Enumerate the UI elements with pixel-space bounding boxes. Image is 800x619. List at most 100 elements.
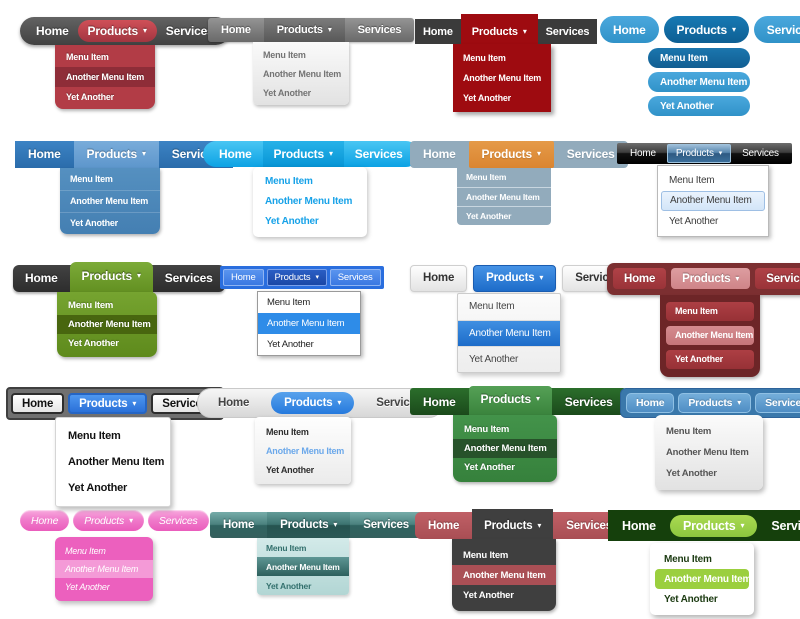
dropdown-item[interactable]: Menu Item [263,49,306,60]
nav-item-products[interactable]: Products ▾ [468,385,552,418]
dropdown-item[interactable]: Menu Item [70,173,113,184]
nav-item-home[interactable]: Home [410,264,468,292]
nav-item-home[interactable]: Home [223,268,264,286]
dropdown-item[interactable]: Another Menu Item [453,439,557,459]
dropdown-item[interactable]: Yet Another [463,589,514,601]
dropdown-item[interactable]: Another Menu Item [265,196,353,208]
nav-item-products[interactable]: Products ▾ [663,16,749,43]
dropdown-item[interactable]: Yet Another [266,464,314,475]
nav-item-services[interactable]: Services [164,271,213,286]
nav-item-home[interactable]: Home [630,147,656,159]
dropdown-item[interactable]: Menu Item [469,301,515,313]
dropdown-item[interactable]: Yet Another [666,468,717,480]
nav-item-services[interactable]: Services [771,518,800,533]
nav-item-services[interactable]: Services [357,24,402,36]
dropdown-item[interactable]: Another Menu Item [68,456,165,469]
nav-item-home[interactable]: Home [28,147,61,162]
dropdown-item[interactable]: Another Menu Item [55,67,155,87]
dropdown-item[interactable]: Menu Item [68,430,121,443]
nav-item-products[interactable]: Products ▾ [666,143,732,163]
nav-item-home[interactable]: Home [221,24,251,36]
nav-item-services[interactable]: Services [564,394,613,409]
nav-item-products[interactable]: Products ▾ [266,268,327,286]
nav-item-products[interactable]: Products ▾ [460,14,538,49]
dropdown-item[interactable]: Yet Another [68,482,128,495]
dropdown-item[interactable]: Yet Another [463,93,511,103]
nav-item-services[interactable]: Services [329,268,381,286]
dropdown-item[interactable]: Menu Item [648,48,750,68]
dropdown-item[interactable]: Menu Item [464,424,510,436]
dropdown-item[interactable]: Yet Another [458,345,560,372]
dropdown-item[interactable]: Another Menu Item [257,557,349,577]
dropdown-item[interactable]: Menu Item [664,553,712,565]
dropdown-item[interactable]: Another Menu Item [458,319,560,346]
nav-item-home[interactable]: Home [600,16,659,43]
nav-item-services[interactable]: Services [753,16,800,43]
dropdown-item[interactable]: Yet Another [265,216,319,228]
nav-item-home[interactable]: Home [622,518,656,533]
nav-item-services[interactable]: Services [354,146,403,161]
nav-item-products[interactable]: Products ▾ [73,510,144,532]
dropdown-item[interactable]: Another Menu Item [266,445,345,456]
dropdown-item[interactable]: Menu Item [463,549,509,561]
nav-item-products[interactable]: Products ▾ [267,512,351,539]
nav-item-products[interactable]: Products ▾ [473,264,557,292]
nav-item-products[interactable]: Products ▾ [73,140,159,168]
dropdown-item[interactable]: Another Menu Item [648,72,750,92]
nav-item-products[interactable]: Products ▾ [468,140,554,168]
dropdown-item[interactable]: Another Menu Item [463,73,542,83]
nav-item-services[interactable]: Services [566,147,615,162]
dropdown-item[interactable]: Menu Item [66,52,109,62]
dropdown-item[interactable]: Another Menu Item [457,186,551,206]
nav-item-products[interactable]: Products ▾ [69,262,153,295]
dropdown-item[interactable]: Menu Item [68,299,114,311]
nav-item-home[interactable]: Home [36,24,69,38]
nav-item-products[interactable]: Products ▾ [77,20,157,42]
dropdown-item[interactable]: Menu Item [669,174,715,186]
nav-item-products[interactable]: Products ▾ [669,514,758,537]
dropdown-item[interactable]: Yet Another [464,462,515,474]
dropdown-item[interactable]: Yet Another [267,338,314,350]
dropdown-item[interactable]: Yet Another [60,211,160,234]
nav-item-home[interactable]: Home [423,25,453,38]
nav-item-products[interactable]: Products ▾ [68,393,148,415]
nav-item-home[interactable]: Home [626,393,675,414]
nav-item-home[interactable]: Home [218,397,250,410]
dropdown-item[interactable]: Yet Another [666,349,754,369]
nav-item-services[interactable]: Services [165,24,214,38]
nav-item-services[interactable]: Services [363,519,409,532]
dropdown-item[interactable]: Another Menu Item [666,325,754,345]
nav-item-home[interactable]: Home [11,393,65,415]
nav-item-home[interactable]: Home [423,394,456,409]
nav-item-home[interactable]: Home [428,519,460,532]
dropdown-item[interactable]: Menu Item [65,546,106,557]
nav-item-home[interactable]: Home [613,268,667,290]
nav-item-services[interactable]: Services [545,25,590,38]
dropdown-item[interactable]: Another Menu Item [452,565,556,586]
dropdown-item[interactable]: Yet Another [266,580,312,591]
nav-item-products[interactable]: Products ▾ [671,268,751,290]
nav-item-products[interactable]: Products ▾ [472,509,554,543]
dropdown-item[interactable]: Another Menu Item [263,68,342,79]
nav-item-services[interactable]: Services [742,147,779,159]
dropdown-item[interactable]: Yet Another [66,92,114,102]
dropdown-item[interactable]: Another Menu Item [666,447,749,459]
dropdown-item[interactable]: Yet Another [65,582,110,593]
dropdown-item[interactable]: Menu Item [266,426,309,437]
dropdown-item[interactable]: Menu Item [666,426,712,438]
dropdown-item[interactable]: Yet Another [457,205,551,225]
dropdown-item[interactable]: Yet Another [648,96,750,116]
nav-item-products[interactable]: Products ▾ [262,140,344,167]
nav-item-services[interactable]: Services [147,510,209,532]
dropdown-item[interactable]: Yet Another [669,215,719,227]
dropdown-item[interactable]: Menu Item [463,53,506,63]
nav-item-home[interactable]: Home [223,519,255,532]
nav-item-products[interactable]: Products ▾ [271,392,355,415]
dropdown-item[interactable]: Another Menu Item [60,189,160,212]
nav-item-home[interactable]: Home [219,146,252,161]
nav-item-services[interactable]: Services [755,268,800,290]
dropdown-item[interactable]: Yet Another [263,87,311,98]
dropdown-item[interactable]: Menu Item [466,172,507,183]
dropdown-item[interactable]: Another Menu Item [258,312,360,334]
nav-item-products[interactable]: Products ▾ [678,393,752,414]
